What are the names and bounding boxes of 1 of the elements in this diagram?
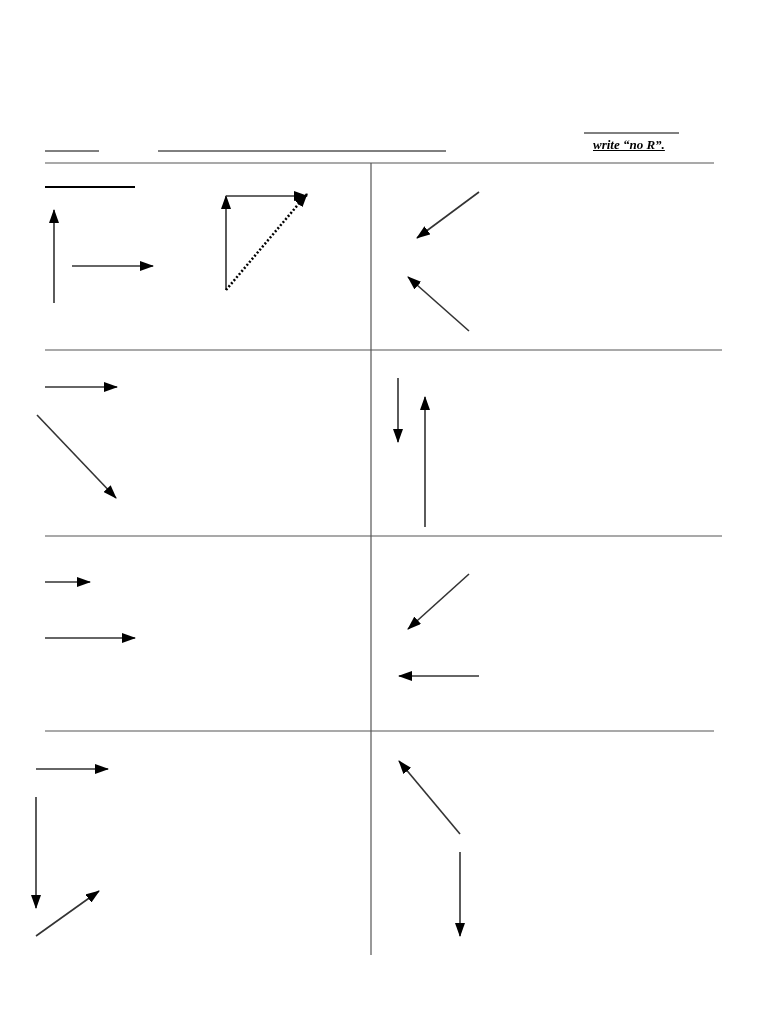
instruction-note: write “no R”. (593, 137, 665, 153)
